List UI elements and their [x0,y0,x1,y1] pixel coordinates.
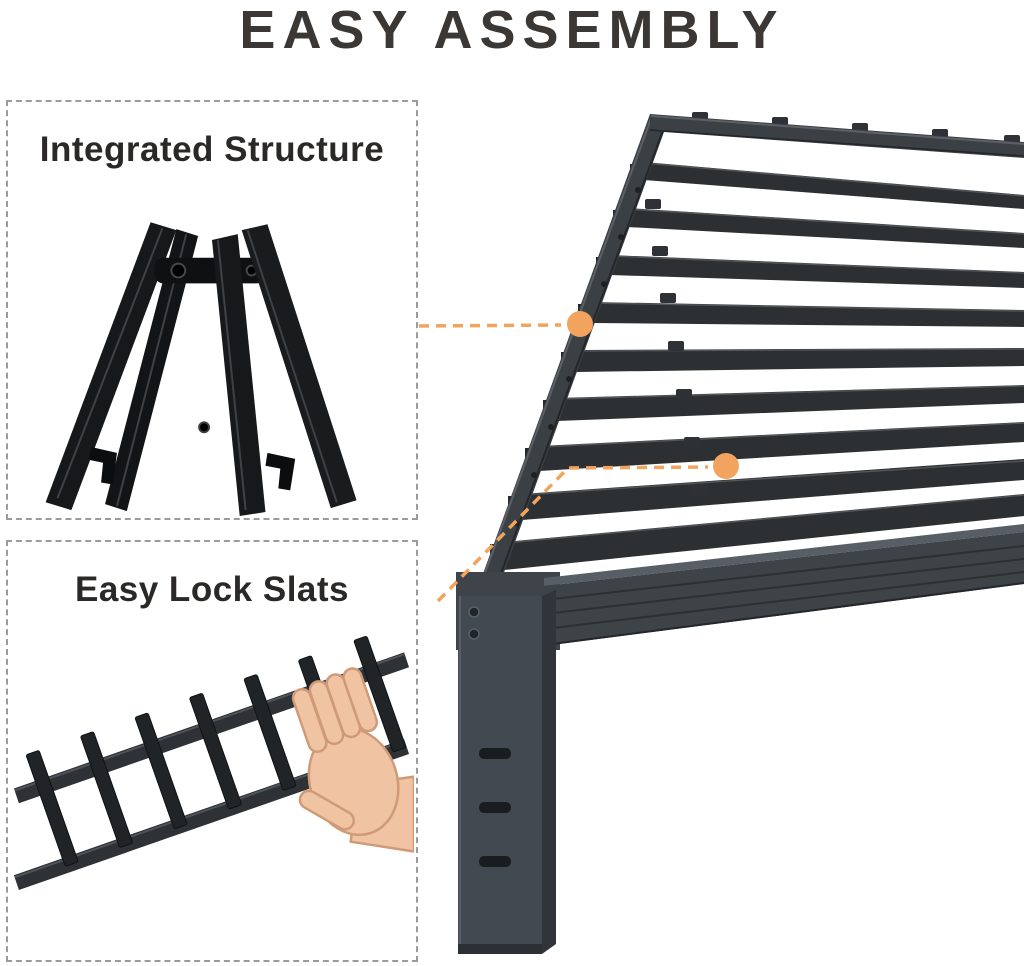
easy-lock-slats-label: Easy Lock Slats [74,570,350,609]
rail-highlight [650,115,1024,145]
leg-vent-slot [479,748,511,759]
bar-highlight [246,229,338,503]
finger [342,667,379,733]
connector-dot-easy-lock-slats [713,453,739,479]
hand-illustration [291,667,414,853]
rail-shadow [491,121,667,599]
rail-hook-tabs [490,164,641,555]
lock-hook-icon [89,447,117,485]
bolt-icon [198,421,211,434]
rivet-icon [468,606,480,618]
connector-line-easy-lock-slats [436,465,709,603]
slat-ladder-illustration [13,635,414,890]
slat-lock-tabs [645,199,708,495]
lock-hook-icon [265,452,296,491]
integrated-structure-label: Integrated Structure [39,130,385,169]
connector-dot-integrated-structure [567,311,593,337]
bar-highlight [56,227,164,499]
thumb [298,789,356,831]
leg-vent-slot [479,856,511,867]
leg-bar-icon [45,222,177,511]
pivot-bolt-icon [170,262,187,279]
front-rail-ridges [543,545,1024,630]
bed-slats [504,162,1024,570]
rail-highlight [477,115,653,593]
leg-vent-slot [479,802,511,813]
head-rail-tabs [692,112,1020,144]
front-rail [544,532,1024,646]
slat-highlights [503,162,1024,544]
page-title: EASY ASSEMBLY [239,0,785,60]
front-rail-shadow [543,582,1024,646]
connector-line-integrated-structure [418,323,562,328]
leg-bar-icon [241,224,357,509]
rail-shadow [649,129,1024,157]
easy-lock-slats-panel: Easy Lock Slats [6,540,418,962]
rivet-icon [468,628,480,640]
bar-highlight [216,239,247,511]
front-rail-top-face [544,524,1024,586]
rail-bolts [513,187,641,526]
left-side-rail [476,114,668,600]
integrated-structure-panel: Integrated Structure [6,100,418,520]
bed-leg [458,590,556,954]
head-rail [650,114,1024,158]
corner-bracket [456,572,560,650]
folded-legs-illustration [45,222,357,516]
